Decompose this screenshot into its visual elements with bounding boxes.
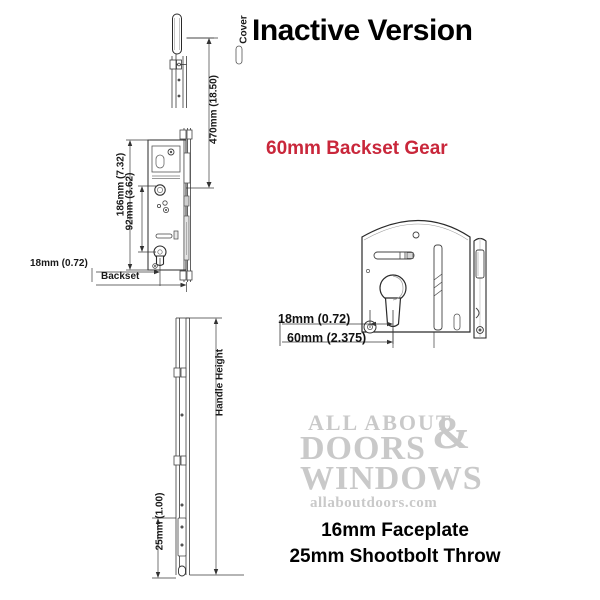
dim-18-detail: 18mm (0.72): [278, 312, 350, 326]
dim-18-main: 18mm (0.72): [30, 258, 88, 269]
watermark-line-2: DOORS: [300, 430, 426, 467]
backset-gear-heading-text: 60mm Backset Gear: [266, 138, 448, 159]
footer-line-2: 25mm Shootbolt Throw: [245, 546, 545, 568]
watermark-line-1: ALL ABOUT: [308, 410, 453, 435]
backset-gear-heading: 60mm Backset Gear: [266, 138, 448, 160]
dim-25: 25mm (1.00): [155, 482, 166, 562]
dim-backset: Backset: [101, 271, 139, 282]
dim-92-text: 92mm (3.62): [124, 172, 136, 231]
dim-backset-text: Backset: [101, 271, 140, 282]
detail-dimension-lines: [260, 310, 460, 360]
watermark-ampersand: &: [432, 407, 471, 458]
footer-line-2-text: 25mm Shootbolt Throw: [289, 546, 501, 567]
dim-92: 92mm (3.62): [125, 164, 136, 240]
page-title: Inactive Version: [252, 14, 473, 48]
watermark-line-3: WINDOWS: [300, 460, 483, 497]
dim-60-detail-text: 60mm (2.375): [287, 331, 367, 345]
gearbox-detail-drawing: [330, 190, 510, 350]
footer-line-1-text: 16mm Faceplate: [321, 520, 469, 541]
dim-470-text: 470mm (18.50): [208, 75, 220, 144]
main-lock-drawing: [0, 0, 250, 600]
dim-25-text: 25mm (1.00): [154, 492, 166, 551]
dim-60-detail: 60mm (2.375): [287, 331, 366, 345]
gearbox-detail-svg: [361, 220, 487, 348]
label-cover: Cover: [239, 13, 250, 47]
dim-18-main-text: 18mm (0.72): [30, 258, 88, 269]
label-cover-text: Cover: [238, 15, 250, 44]
detail-dimension-svg: [279, 310, 394, 346]
page-title-text: Inactive Version: [252, 14, 473, 47]
dim-18-detail-text: 18mm (0.72): [278, 312, 351, 326]
dim-470: 470mm (18.50): [209, 68, 220, 152]
main-lock-svg: [91, 13, 244, 579]
dim-handle-height: Handle Height: [215, 338, 226, 428]
watermark-logo: ALL ABOUT & DOORS WINDOWS allaboutdoors.…: [300, 407, 520, 511]
footer-line-1: 16mm Faceplate: [245, 520, 545, 542]
watermark-url: allaboutdoors.com: [310, 495, 438, 511]
dim-handle-height-text: Handle Height: [214, 348, 226, 417]
